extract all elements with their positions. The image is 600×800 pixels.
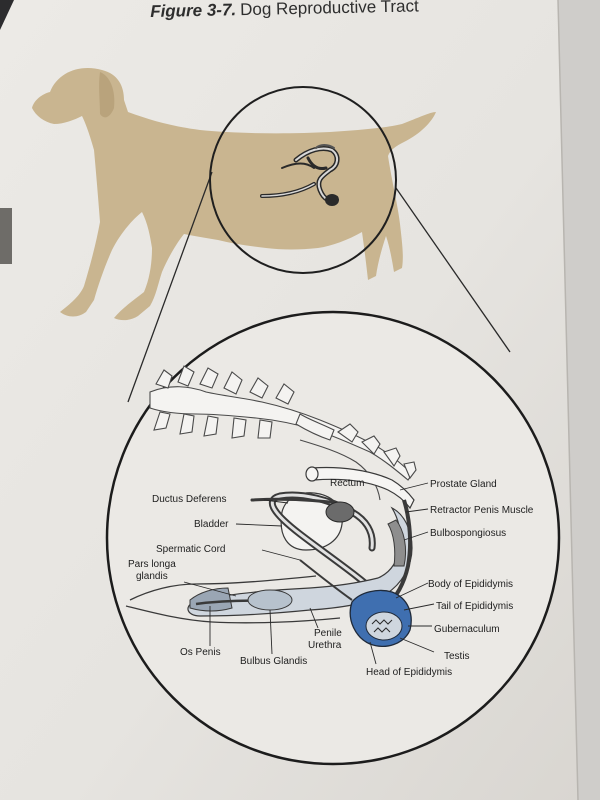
zoom-circle-small <box>209 86 397 274</box>
testis-group <box>349 589 412 647</box>
rectum <box>305 466 415 510</box>
zoom-line-left <box>127 171 213 403</box>
pelvis-outline <box>299 439 381 501</box>
dog-silhouette <box>32 68 436 321</box>
label-ductus-deferens: Ductus Deferens <box>152 494 226 505</box>
prepuce-outline <box>129 575 317 601</box>
label-rectum: Rectum <box>330 478 364 489</box>
small-tract-illustration <box>260 144 340 206</box>
label-bulbus-glandis: Bulbus Glandis <box>240 656 307 667</box>
prepuce-outline-lower <box>125 605 341 624</box>
label-testis: Testis <box>444 651 470 662</box>
zoom-line-right <box>395 187 511 353</box>
label-gubernaculum: Gubernaculum <box>434 624 500 635</box>
leader-lines <box>183 482 435 665</box>
label-spermatic-cord: Spermatic Cord <box>156 544 225 555</box>
label-bladder: Bladder <box>194 519 229 530</box>
label-penile-urethra-1: Penile <box>314 628 342 639</box>
label-tail-of-epididymis: Tail of Epididymis <box>436 601 513 612</box>
label-head-of-epididymis: Head of Epididymis <box>366 667 452 678</box>
label-os-penis: Os Penis <box>180 647 221 658</box>
label-retractor-penis-muscle: Retractor Penis Muscle <box>430 505 534 516</box>
page-edge <box>558 0 600 800</box>
anatomy-labels: Rectum Prostate Gland Ductus Deferens Re… <box>128 478 534 678</box>
penis-body <box>187 506 413 617</box>
bulbus-glandis-shape <box>247 589 293 611</box>
prostate <box>325 501 355 523</box>
label-pars-longa-glandis-2: glandis <box>136 571 168 582</box>
label-penile-urethra-2: Urethra <box>308 640 342 651</box>
figure-label: Figure 3-7. <box>150 0 237 21</box>
label-bulbospongiosus: Bulbospongiosus <box>430 528 506 539</box>
label-body-of-epididymis: Body of Epididymis <box>428 579 513 590</box>
label-prostate-gland: Prostate Gland <box>430 479 497 490</box>
figure-title: Dog Reproductive Tract <box>239 0 419 20</box>
label-pars-longa-glandis-1: Pars longa <box>128 559 176 570</box>
left-page-mark <box>0 208 12 264</box>
vertebral-column <box>149 365 417 481</box>
bulbospongiosus-shape <box>387 519 407 567</box>
spermatic-cord-shape <box>299 559 353 601</box>
